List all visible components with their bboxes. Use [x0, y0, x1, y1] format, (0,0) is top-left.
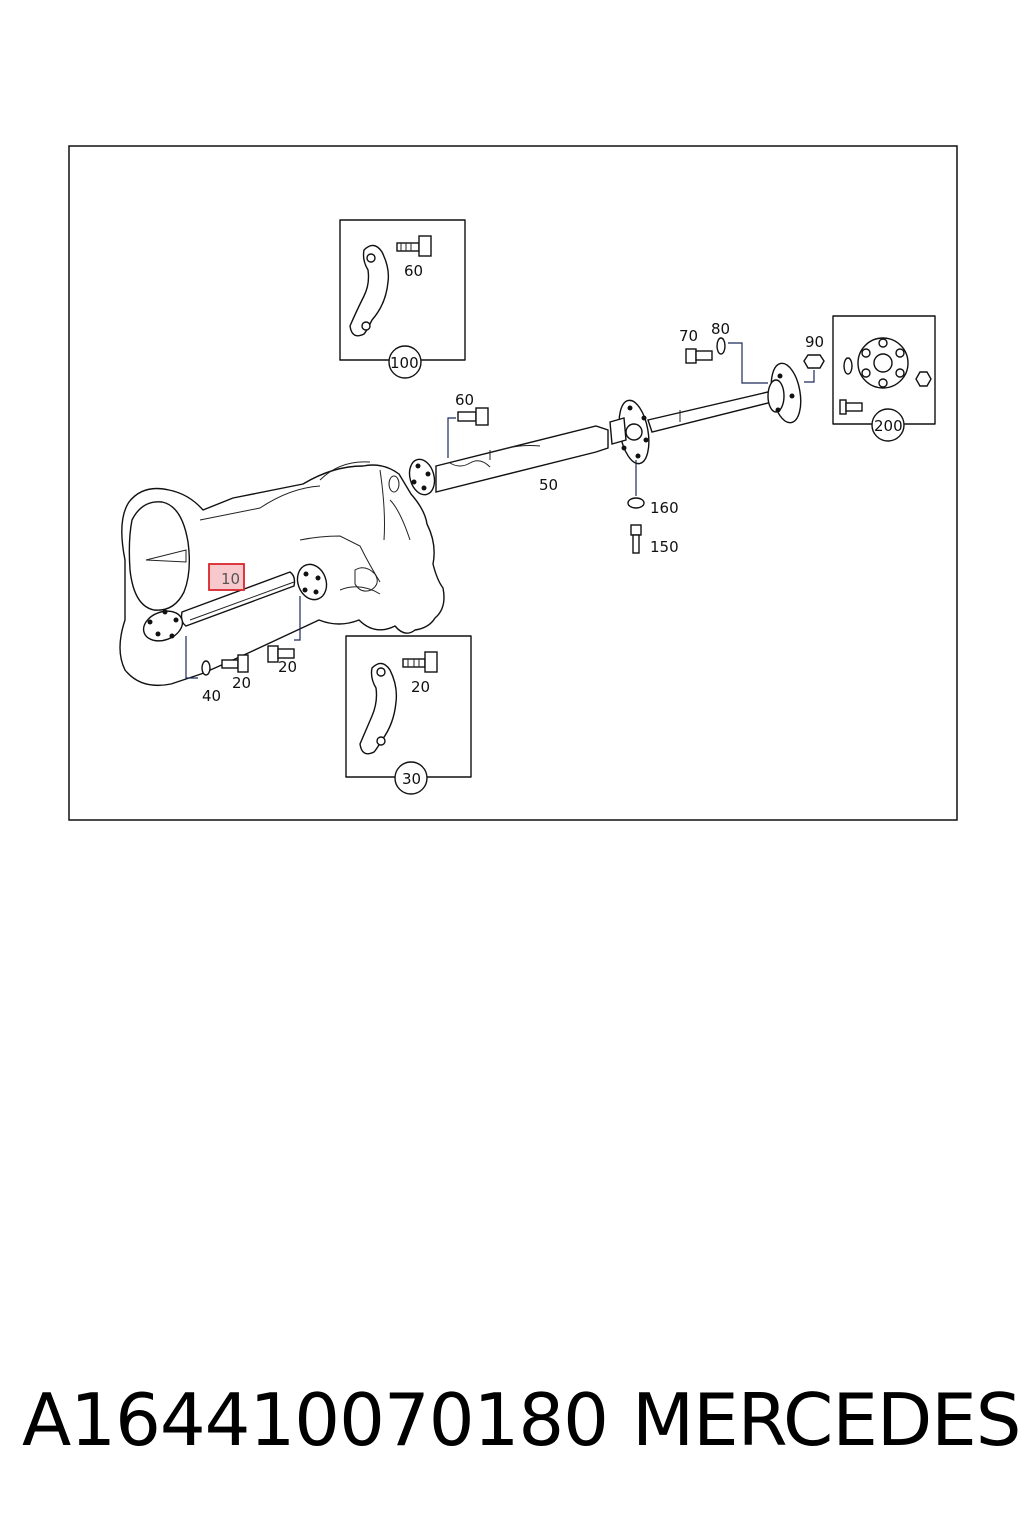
transmission-housing — [119, 461, 445, 687]
label-80: 80 — [711, 320, 730, 338]
label-10: 10 — [221, 570, 240, 588]
label-20-front: 20 — [232, 674, 251, 692]
brand-caption: MERCEDES — [632, 1378, 1021, 1462]
inset-200 — [832, 315, 936, 442]
inset-30 — [345, 635, 472, 795]
label-100: 100 — [390, 354, 419, 372]
label-20-inset: 20 — [411, 678, 430, 696]
label-40: 40 — [202, 687, 221, 705]
highlight-part-10 — [208, 563, 245, 591]
label-200: 200 — [874, 417, 903, 435]
label-150: 150 — [650, 538, 679, 556]
label-20-rear: 20 — [278, 658, 297, 676]
label-70: 70 — [679, 327, 698, 345]
label-30: 30 — [402, 770, 421, 788]
washer-40 — [201, 660, 211, 676]
label-50: 50 — [539, 476, 558, 494]
inset-100 — [339, 219, 466, 379]
diagram-frame — [68, 145, 958, 821]
label-60-inset: 60 — [404, 262, 423, 280]
label-160: 160 — [650, 499, 679, 517]
front-propeller-shaft — [142, 563, 328, 642]
label-90: 90 — [805, 333, 824, 351]
main-propeller-shaft — [388, 362, 802, 496]
label-60-shaft: 60 — [455, 391, 474, 409]
part-number-caption: A164410070180 — [22, 1378, 609, 1462]
